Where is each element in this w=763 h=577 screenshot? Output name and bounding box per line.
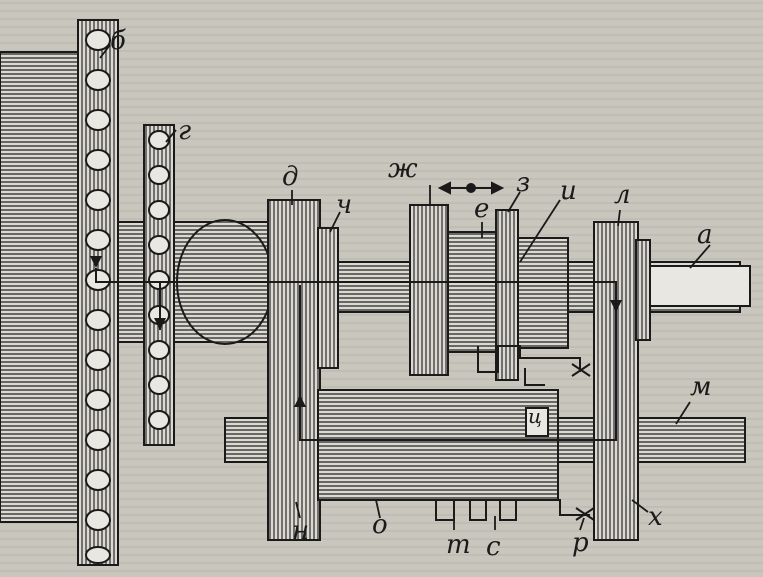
leader-lines xyxy=(99,44,711,531)
shaft-a-end xyxy=(649,265,751,307)
gear-ch xyxy=(317,227,339,369)
label-g: г xyxy=(178,116,192,146)
lower-barrel-o xyxy=(317,389,559,501)
upper-clutch-teeth xyxy=(477,345,581,373)
slide-double-arrow xyxy=(437,181,505,195)
housing-wall xyxy=(0,51,87,523)
chain-links-g xyxy=(148,130,170,430)
label-ts: ц xyxy=(528,404,542,428)
gear-i xyxy=(517,237,569,349)
gear-d-n xyxy=(267,199,321,541)
label-n: н xyxy=(292,516,310,546)
label-b: б xyxy=(110,26,126,56)
label-l: л xyxy=(614,180,631,210)
label-ch: ч xyxy=(336,190,353,220)
clutch-link xyxy=(524,368,545,386)
label-o: о xyxy=(372,510,388,540)
label-kh: х xyxy=(648,502,663,532)
label-zh: ж xyxy=(388,154,418,184)
label-e: е xyxy=(474,194,490,224)
label-z: з xyxy=(516,168,531,198)
label-m: м xyxy=(690,372,712,402)
flow-arrows xyxy=(90,256,622,407)
power-flow-line xyxy=(95,268,617,441)
label-t: т xyxy=(446,530,471,560)
label-r: р xyxy=(572,528,589,558)
label-a: а xyxy=(697,220,713,250)
label-i: и xyxy=(560,176,577,206)
collar-e xyxy=(447,231,499,353)
gear-l-flange xyxy=(635,239,651,341)
gear-zh xyxy=(409,204,449,376)
key-ts xyxy=(525,407,549,437)
chain-links-b xyxy=(85,29,111,564)
cross-marks xyxy=(571,363,595,521)
label-s: с xyxy=(486,532,501,562)
label-d: д xyxy=(282,162,299,192)
gear-z xyxy=(495,209,519,381)
